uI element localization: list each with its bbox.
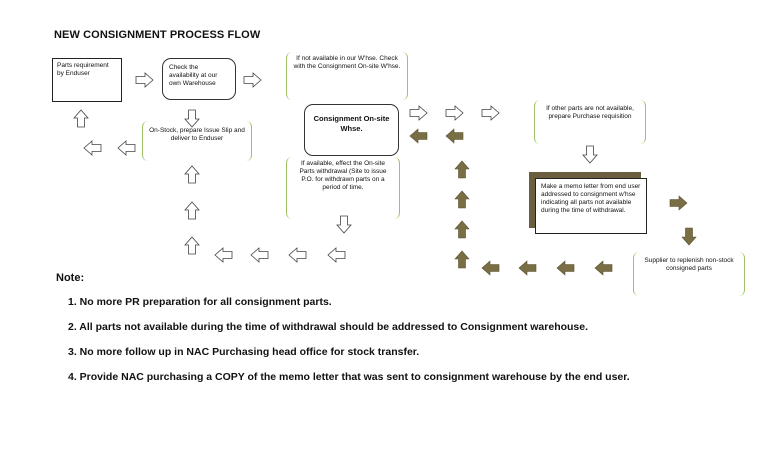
note-item: 3. No more follow up in NAC Purchasing h… bbox=[68, 346, 420, 358]
arrow-down-outline-icon bbox=[184, 109, 200, 128]
arrow-left-filled-icon bbox=[518, 260, 537, 276]
arrow-up-filled-icon bbox=[454, 160, 470, 179]
arrow-left-outline-icon bbox=[250, 247, 269, 263]
arrow-left-filled-icon bbox=[445, 128, 464, 144]
notes-heading: Note: bbox=[56, 272, 85, 284]
step-memo-letter-text: Make a memo letter from end user address… bbox=[541, 183, 641, 214]
step-if-available: If available, effect the On-site Parts w… bbox=[286, 157, 400, 219]
arrow-down-filled-icon bbox=[681, 227, 697, 246]
arrow-left-filled-icon bbox=[594, 260, 613, 276]
step-on-stock-text: On-Stock, prepare Issue Slip and deliver… bbox=[149, 127, 245, 142]
step-check-availability-text: Check the availability at our own Wareho… bbox=[169, 64, 218, 87]
arrow-left-outline-icon bbox=[117, 140, 136, 156]
arrow-up-outline-icon bbox=[184, 201, 200, 220]
arrow-left-outline-icon bbox=[327, 247, 346, 263]
note-item: 4. Provide NAC purchasing a COPY of the … bbox=[68, 371, 630, 383]
step-other-parts-text: If other parts are not available, prepar… bbox=[546, 105, 634, 120]
step-check-availability: Check the availability at our own Wareho… bbox=[162, 58, 236, 100]
arrow-up-filled-icon bbox=[454, 190, 470, 209]
arrow-right-outline-icon bbox=[481, 105, 500, 121]
arrow-right-outline-icon bbox=[135, 72, 154, 88]
page-title: NEW CONSIGNMENT PROCESS FLOW bbox=[54, 29, 261, 41]
step-not-available: If not available in our W'hse. Check wit… bbox=[286, 52, 408, 100]
arrow-up-outline-icon bbox=[73, 109, 89, 128]
arrow-left-filled-icon bbox=[409, 128, 428, 144]
step-parts-requirement: Parts requirement by Enduser bbox=[52, 58, 122, 102]
arrow-up-outline-icon bbox=[184, 165, 200, 184]
arrow-right-outline-icon bbox=[445, 105, 464, 121]
arrow-down-outline-icon bbox=[336, 215, 352, 234]
note-item: 2. All parts not available during the ti… bbox=[68, 321, 589, 333]
arrow-left-filled-icon bbox=[556, 260, 575, 276]
step-supplier-text: Supplier to replenish non-stock consigne… bbox=[644, 257, 734, 272]
note-item: 1. No more PR preparation for all consig… bbox=[68, 296, 332, 308]
step-supplier: Supplier to replenish non-stock consigne… bbox=[633, 252, 745, 296]
arrow-right-filled-icon bbox=[669, 195, 688, 211]
arrow-left-outline-icon bbox=[214, 247, 233, 263]
step-parts-requirement-text: Parts requirement by Enduser bbox=[57, 62, 109, 77]
arrow-up-filled-icon bbox=[454, 250, 470, 269]
arrow-down-outline-icon bbox=[582, 145, 598, 164]
step-not-available-text: If not available in our W'hse. Check wit… bbox=[293, 55, 401, 70]
step-consignment-warehouse: Consignment On-site Whse. bbox=[304, 104, 399, 156]
step-consignment-warehouse-text: Consignment On-site Whse. bbox=[313, 114, 390, 133]
arrow-left-outline-icon bbox=[83, 140, 102, 156]
arrow-right-outline-icon bbox=[409, 105, 428, 121]
arrow-right-outline-icon bbox=[243, 72, 262, 88]
step-on-stock: On-Stock, prepare Issue Slip and deliver… bbox=[142, 121, 252, 161]
arrow-left-outline-icon bbox=[288, 247, 307, 263]
arrow-left-filled-icon bbox=[481, 260, 500, 276]
step-if-available-text: If available, effect the On-site Parts w… bbox=[299, 160, 387, 191]
arrow-up-filled-icon bbox=[454, 220, 470, 239]
step-other-parts: If other parts are not available, prepar… bbox=[534, 100, 646, 144]
step-memo-letter: Make a memo letter from end user address… bbox=[535, 178, 647, 234]
arrow-up-outline-icon bbox=[184, 236, 200, 255]
